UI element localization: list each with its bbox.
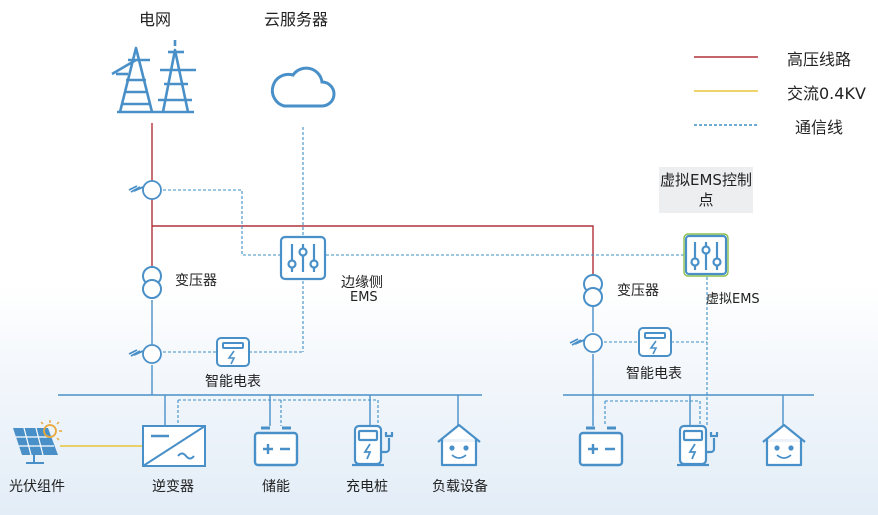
cloud-server-label: 云服务器 <box>264 10 329 29</box>
inverter-label: 逆变器 <box>152 479 194 495</box>
charger-icon-right <box>677 424 719 467</box>
grid-label: 电网 <box>139 10 172 29</box>
edge-ems-sublabel: EMS <box>350 290 378 305</box>
battery-icon-left <box>253 426 299 467</box>
bus-lines <box>58 300 814 426</box>
house-icon-left <box>437 423 481 467</box>
smart-meter-icon-left <box>216 337 250 367</box>
power-tower-icon <box>111 40 196 114</box>
transformer-label-right: 变压器 <box>617 283 659 299</box>
legend-ac-label: 交流0.4KV <box>787 84 866 103</box>
solar-panel-icon <box>13 420 62 464</box>
edge-ems-icon <box>279 235 327 281</box>
virtual-ems-label: 虚拟EMS <box>706 292 760 307</box>
pv-module-label: 光伏组件 <box>9 479 65 495</box>
charger-icon-left <box>352 424 394 467</box>
battery-icon-right <box>578 426 624 467</box>
charger-label: 充电桩 <box>346 479 388 495</box>
smart-meter-label-left: 智能电表 <box>205 374 261 390</box>
inverter-icon <box>142 425 206 467</box>
legend-comm-label: 通信线 <box>795 118 844 137</box>
smart-meter-icon-right <box>638 327 672 357</box>
smart-meter-label-right: 智能电表 <box>626 366 682 382</box>
transformer-icon-right <box>583 274 603 307</box>
virtual-ems-icon <box>683 233 729 277</box>
grid-switch-icon <box>128 180 162 200</box>
cloud-icon <box>270 66 336 108</box>
legend-lines <box>694 56 758 126</box>
house-icon-right <box>762 423 806 467</box>
virtual-ems-control-point-label: 虚拟EMS控制点 <box>659 167 753 213</box>
high-voltage-lines <box>151 123 594 277</box>
transformer-icon-left <box>142 266 162 299</box>
storage-label: 储能 <box>262 479 290 495</box>
edge-ems-label: 边缘侧 <box>341 275 383 291</box>
legend-hv-label: 高压线路 <box>787 50 852 69</box>
load-equipment-label: 负载设备 <box>432 479 488 495</box>
transformer-label-left: 变压器 <box>175 273 217 289</box>
meter-switch-icon-right <box>569 333 603 353</box>
meter-switch-icon-left <box>128 344 162 364</box>
comm-lines <box>163 127 708 426</box>
